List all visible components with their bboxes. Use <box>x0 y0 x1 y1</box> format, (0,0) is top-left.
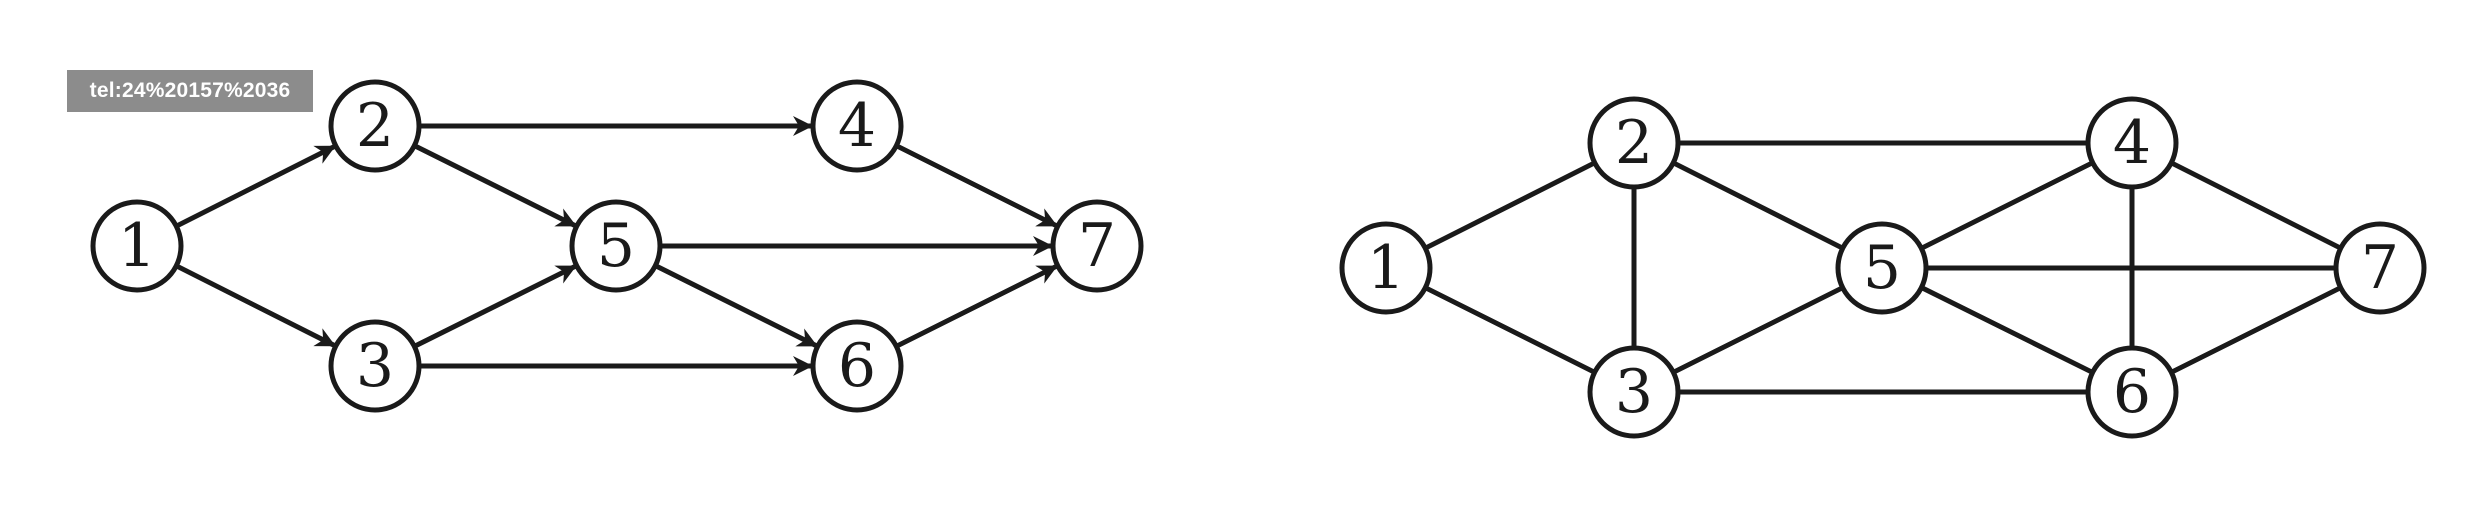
directed-node-7-label: 7 <box>1078 211 1116 281</box>
directed-edge-1-2 <box>175 144 336 229</box>
directed-edge-2-5 <box>413 143 577 228</box>
directed-node-4-circle <box>810 79 904 173</box>
directed-node-7: 7 <box>1050 199 1144 293</box>
undirected-node-6-circle <box>2085 345 2179 439</box>
undirected-edge-6-7 <box>2170 286 2340 375</box>
undirected-edge-3-5 <box>1672 286 1842 375</box>
undirected-node-3-label: 3 <box>1615 357 1653 427</box>
undirected-node-7-circle <box>2333 221 2427 315</box>
directed-graph: 1 2 3 4 5 6 7 <box>90 79 1144 413</box>
undirected-graph: 1 2 3 4 5 6 7 <box>1339 96 2427 439</box>
directed-node-3: 3 <box>328 319 422 413</box>
undirected-node-1: 1 <box>1339 221 1433 315</box>
directed-node-1-label: 1 <box>118 211 156 281</box>
undirected-node-3-circle <box>1587 345 1681 439</box>
directed-node-6-circle <box>810 319 904 413</box>
directed-node-6: 6 <box>810 319 904 413</box>
directed-node-2-label: 2 <box>356 91 394 161</box>
directed-node-5-label: 5 <box>597 211 635 281</box>
directed-node-5-circle <box>569 199 663 293</box>
directed-node-6-label: 6 <box>838 331 876 401</box>
directed-edge-3-5 <box>413 264 577 349</box>
undirected-node-1-circle <box>1339 221 1433 315</box>
undirected-node-5-circle <box>1835 221 1929 315</box>
undirected-edges <box>1424 140 2341 395</box>
undirected-edge-4-5 <box>1922 160 2094 250</box>
directed-node-5: 5 <box>569 199 663 293</box>
undirected-node-2: 2 <box>1587 96 1681 190</box>
directed-node-4: 4 <box>810 79 904 173</box>
undirected-node-3: 3 <box>1587 345 1681 439</box>
directed-nodes: 1 2 3 4 5 6 7 <box>90 79 1144 413</box>
directed-edge-6-7 <box>895 264 1058 349</box>
undirected-node-6: 6 <box>2085 345 2179 439</box>
undirected-node-7: 7 <box>2333 221 2427 315</box>
directed-edges <box>175 116 1058 376</box>
directed-node-7-circle <box>1050 199 1144 293</box>
undirected-node-4-label: 4 <box>2113 108 2151 178</box>
directed-node-3-circle <box>328 319 422 413</box>
directed-node-4-label: 4 <box>838 91 876 161</box>
undirected-node-4: 4 <box>2085 96 2179 190</box>
directed-node-2-circle <box>328 79 422 173</box>
undirected-edge-1-3 <box>1424 285 1594 374</box>
directed-node-1-circle <box>90 199 184 293</box>
undirected-node-5-label: 5 <box>1863 233 1901 303</box>
undirected-edge-4-7 <box>2170 160 2341 250</box>
directed-node-1: 1 <box>90 199 184 293</box>
undirected-node-6-label: 6 <box>2113 357 2151 427</box>
directed-edge-1-3 <box>175 263 336 348</box>
undirected-node-1-label: 1 <box>1367 233 1405 303</box>
undirected-edge-1-2 <box>1424 161 1595 251</box>
undirected-edge-2-5 <box>1672 160 1843 250</box>
undirected-node-5: 5 <box>1835 221 1929 315</box>
undirected-node-7-label: 7 <box>2361 233 2399 303</box>
directed-edge-4-7 <box>895 143 1058 228</box>
undirected-nodes: 1 2 3 4 5 6 7 <box>1339 96 2427 439</box>
undirected-node-2-label: 2 <box>1615 108 1653 178</box>
undirected-node-2-circle <box>1587 96 1681 190</box>
directed-node-3-label: 3 <box>356 331 394 401</box>
undirected-edge-5-6 <box>1920 285 2092 374</box>
directed-edge-5-6 <box>654 263 818 348</box>
directed-node-2: 2 <box>328 79 422 173</box>
link-tooltip: tel:24%20157%2036 <box>67 70 313 112</box>
undirected-node-4-circle <box>2085 96 2179 190</box>
